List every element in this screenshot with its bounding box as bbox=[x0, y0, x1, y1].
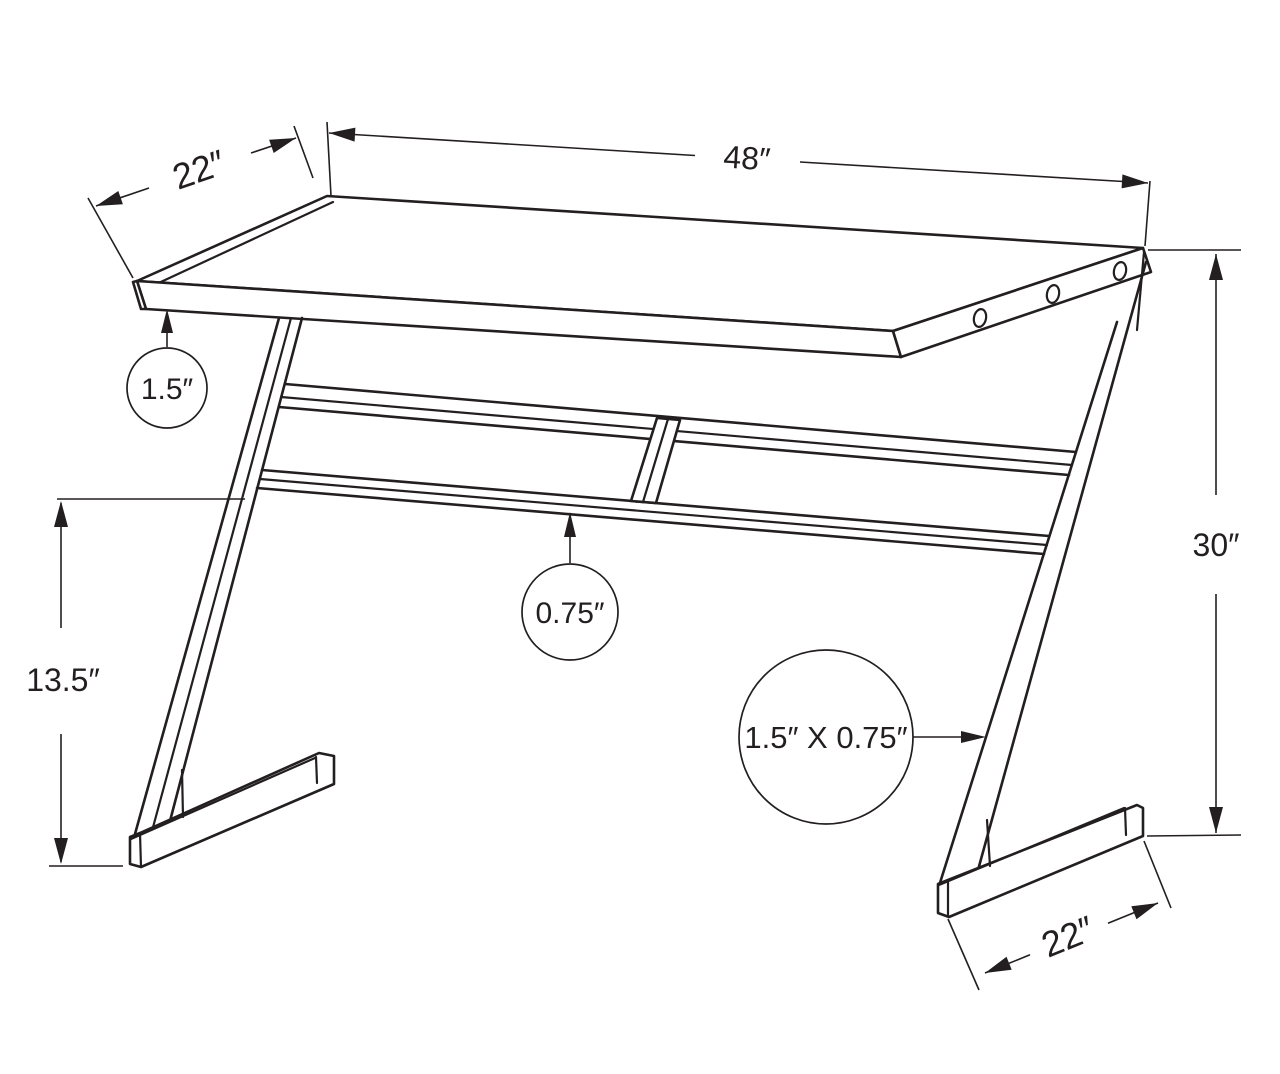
left-leg-corner-edge bbox=[150, 316, 293, 833]
arrowhead-icon bbox=[54, 838, 68, 864]
lower-rail-front-edge bbox=[258, 477, 1049, 547]
left-foot-top-front-edge bbox=[129, 756, 317, 841]
top-thickness-callout-circle bbox=[126, 347, 208, 429]
arrowhead-icon bbox=[1209, 807, 1223, 833]
arrowhead-icon bbox=[161, 309, 173, 333]
left-leg-front-edge bbox=[133, 316, 281, 836]
left-foot-right-end-edge bbox=[314, 755, 319, 785]
top-depth-extension-line-left bbox=[87, 197, 134, 279]
foot-depth-dimension-label: 22″ bbox=[1036, 908, 1101, 966]
right-leg-top-corner-edge bbox=[1135, 250, 1146, 332]
right-foot bbox=[936, 803, 1145, 919]
shelf-thickness-label: 0.75″ bbox=[535, 597, 604, 630]
shelf-height-dimension-label: 13.5″ bbox=[26, 662, 100, 698]
top-depth-extension-line-right bbox=[293, 125, 314, 179]
left-foot-cap-edge bbox=[138, 831, 143, 869]
width-dimension-line bbox=[799, 161, 1149, 184]
shelf-divider-corner-edge bbox=[641, 417, 670, 504]
tabletop-left-edge-inner-line bbox=[148, 200, 335, 289]
top-depth-dimension-label: 22″ bbox=[167, 141, 231, 197]
width-extension-line-left bbox=[326, 121, 332, 197]
upper-rail-top-edge bbox=[283, 382, 1078, 454]
arrowhead-icon bbox=[564, 512, 576, 537]
mounting-bracket bbox=[891, 246, 1153, 359]
arrowhead-icon bbox=[961, 731, 986, 743]
arrowhead-icon bbox=[96, 191, 123, 206]
shelf-thickness-callout-circle bbox=[521, 563, 619, 661]
lower-rail-bottom-edge bbox=[255, 486, 1046, 556]
arrowhead-icon bbox=[54, 501, 68, 527]
top-thickness-label: 1.5″ bbox=[141, 373, 194, 406]
arrowhead-icon bbox=[1209, 254, 1223, 280]
screw-hole-icon bbox=[1112, 261, 1128, 281]
width-dimension-label: 48″ bbox=[722, 139, 771, 178]
right-leg-foot-joint-edge bbox=[985, 818, 992, 868]
arrowhead-icon bbox=[269, 138, 296, 153]
right-foot-top-front-edge bbox=[937, 806, 1126, 887]
right-leg-back-edge bbox=[976, 260, 1148, 872]
leg-profile-callout-circle bbox=[738, 649, 914, 825]
width-extension-line-right bbox=[1144, 180, 1151, 247]
left-leg-back-edge bbox=[168, 316, 304, 823]
left-foot bbox=[128, 751, 336, 869]
arrowhead-icon bbox=[1131, 903, 1158, 920]
leg-profile-label: 1.5″ X 0.75″ bbox=[744, 720, 907, 755]
foot-depth-extension-line-left bbox=[947, 918, 980, 991]
right-leg-front-edge bbox=[937, 320, 1119, 888]
width-dimension-line bbox=[328, 132, 696, 157]
right-foot-right-end-edge bbox=[1123, 806, 1128, 837]
foot-depth-extension-line-right bbox=[1143, 840, 1172, 909]
height-extension-line-bottom bbox=[1146, 834, 1242, 837]
arrowhead-icon bbox=[1121, 174, 1148, 189]
height-dimension-label: 30″ bbox=[1193, 527, 1240, 563]
arrowhead-icon bbox=[985, 956, 1012, 973]
tabletop-left-end-cap bbox=[131, 279, 148, 311]
screw-hole-icon bbox=[1045, 284, 1061, 304]
left-leg-foot-joint-edge bbox=[180, 768, 185, 819]
arrowhead-icon bbox=[329, 127, 356, 142]
screw-hole-icon bbox=[972, 308, 988, 328]
